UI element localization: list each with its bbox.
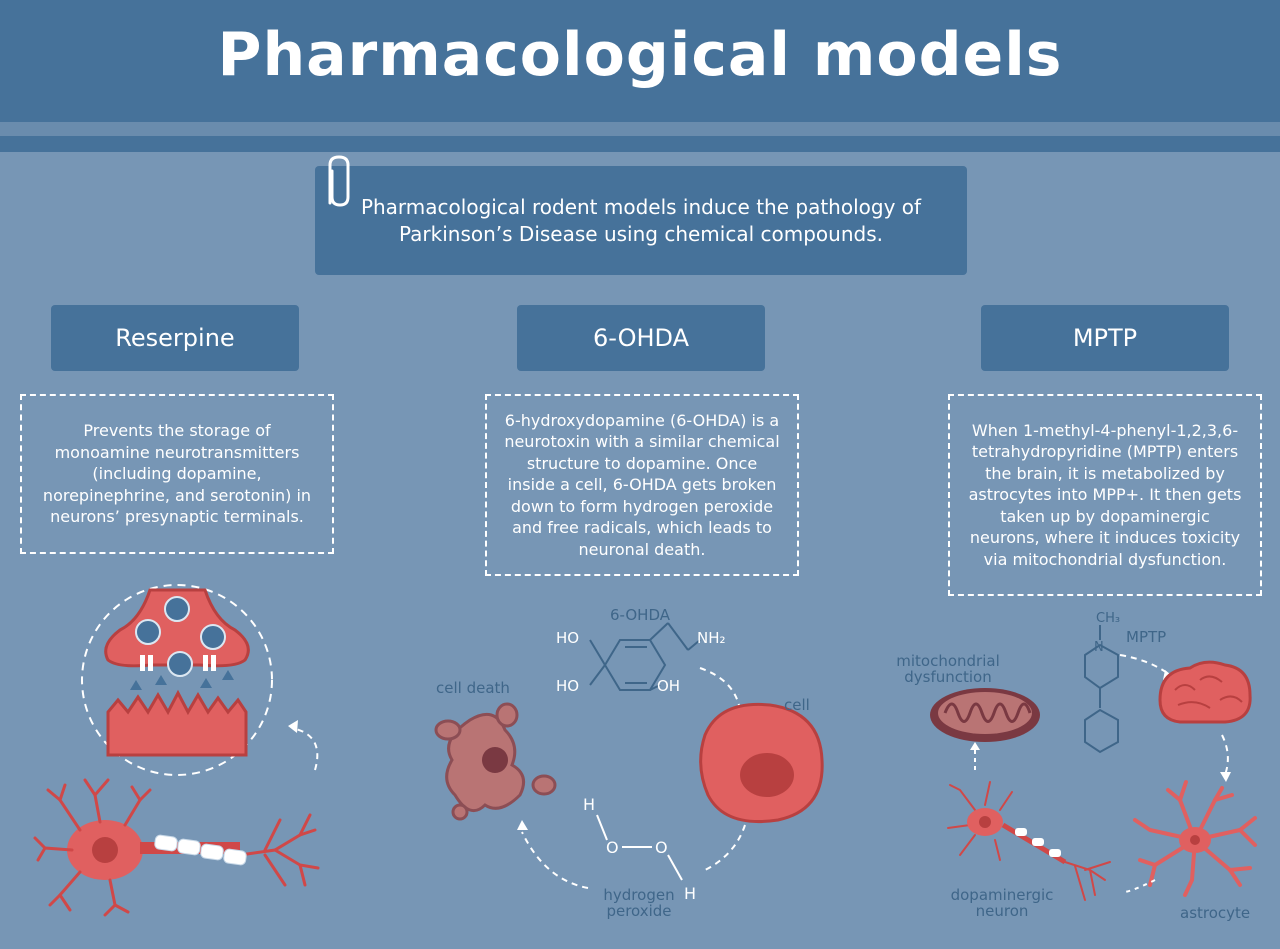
- page-title: Pharmacological models: [217, 20, 1063, 90]
- column-title-reserpine: Reserpine: [51, 305, 299, 371]
- mptp-molecule: [1084, 625, 1119, 754]
- astrocyte-label: astrocyte: [1180, 904, 1251, 922]
- neuron-illustration: [33, 778, 320, 917]
- ohda-molecule-label: 6-OHDA: [609, 606, 670, 624]
- reserpine-description: Prevents the storage of monoamine neurot…: [42, 421, 312, 527]
- dying-cell-illustration: [434, 702, 557, 821]
- intro-text: Pharmacological rodent models induce the…: [360, 194, 922, 246]
- mptp-label: MPTP: [1126, 628, 1167, 646]
- o2-label: O: [655, 838, 668, 857]
- cell-label: cell: [784, 696, 810, 714]
- dopaminergic-neuron-illustration: [947, 781, 1111, 901]
- cell-death-label: cell death: [436, 679, 510, 697]
- cell-illustration: [699, 702, 824, 824]
- intro-box: Pharmacological rodent models induce the…: [315, 166, 967, 275]
- h2-label: H: [684, 884, 697, 903]
- ohda-molecule: [589, 622, 701, 691]
- column-title-mptp: MPTP: [981, 305, 1229, 371]
- o1-label: O: [606, 838, 619, 857]
- oh-label: OH: [657, 677, 681, 695]
- ho-bottom-label: HO: [556, 677, 580, 695]
- n-label: N: [1094, 640, 1104, 655]
- nh2-label: NH₂: [697, 629, 726, 647]
- mitochondrion-illustration: [930, 688, 1040, 742]
- mptp-description-box: When 1-methyl-4-phenyl-1,2,3,6-tetrahydr…: [948, 394, 1262, 596]
- ho-top-label: HO: [556, 629, 580, 647]
- brain-illustration: [1158, 660, 1252, 724]
- column-title-6ohda: 6-OHDA: [517, 305, 765, 371]
- header-stripe: [0, 122, 1280, 136]
- ch3-label: CH₃: [1096, 611, 1121, 626]
- ohda-description-box: 6-hydroxydopamine (6-OHDA) is a neurotox…: [485, 394, 799, 576]
- header-bar: [0, 0, 1280, 122]
- header-stripe-lower: [0, 136, 1280, 152]
- hydrogen-peroxide-label: hydrogen peroxide: [603, 886, 675, 920]
- mito-label: mitochondrial dysfunction: [896, 652, 1000, 686]
- mptp-description: When 1-methyl-4-phenyl-1,2,3,6-tetrahydr…: [968, 420, 1242, 569]
- paperclip-icon: [328, 155, 350, 207]
- ohda-description: 6-hydroxydopamine (6-OHDA) is a neurotox…: [504, 410, 780, 559]
- hydrogen-peroxide-molecule: [596, 814, 683, 881]
- reserpine-description-box: Prevents the storage of monoamine neurot…: [20, 394, 334, 554]
- h1-label: H: [583, 795, 596, 814]
- neuron-label: dopaminergic neuron: [950, 886, 1054, 920]
- synapse-illustration: [81, 584, 273, 776]
